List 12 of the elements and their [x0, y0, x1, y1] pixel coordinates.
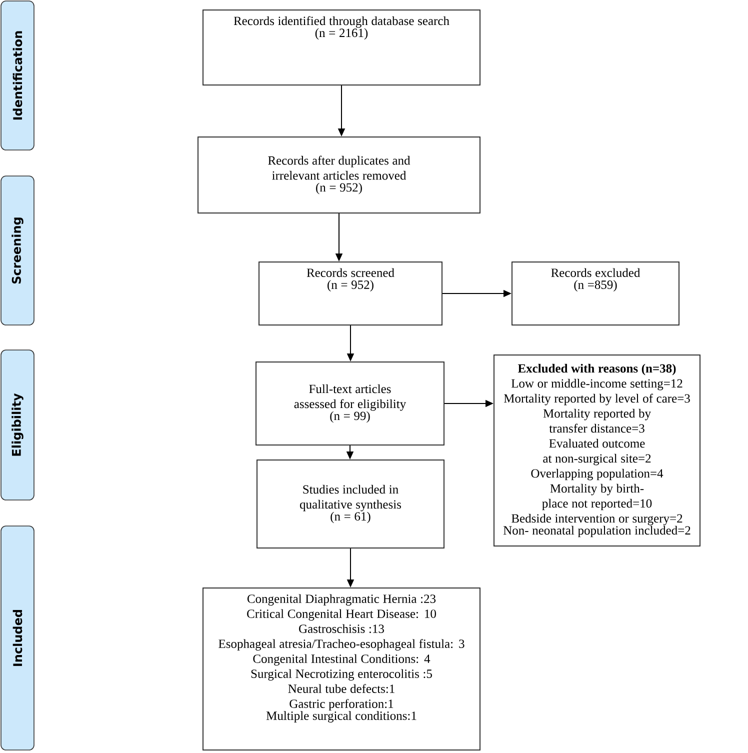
process-box: Studies included in qualitative synthesis (n = 61) — [256, 460, 444, 548]
process-box: Records excluded (n =859) — [512, 262, 680, 326]
stage-band: Included — [0, 526, 34, 750]
process-box: Excluded with reasons (n=38) Low or middle-income setting=12 Mortality reported by level of care=3 Mortality reported by transfer distance=3 Evaluated outcome at non-surgical site=2 Overlapping population=4 Mortality by birth-place not reported=10 Bedside intervention or surgery=2 Non- neonatal population included=2 — [494, 354, 700, 546]
process-box: Records after duplicates and irrelevant articles removed (n = 952) — [198, 136, 480, 214]
process-box: Full-text articles assessed for eligibility (n = 99) — [256, 362, 444, 446]
stage-band: Eligibility — [0, 350, 34, 500]
stage-band: Identification — [0, 0, 34, 150]
process-box: Records screened (n = 952) — [258, 262, 442, 326]
stage-band: Screening — [0, 176, 34, 326]
process-box: Records identified through database search (n = 2161) — [202, 10, 480, 86]
process-box: Congenital Diaphragmatic Hernia :23 Critical Congenital Heart Disease: 10 Gastroschisis :13 Esophageal atresia/Tracheo-esophageal fistula: 3 Congenital Intestinal Conditions: 4 Surgical Necrotizing enterocolitis :5 Neural tube defects:1 Gastric perforation:1 Multiple surgical conditions:1 — [202, 588, 480, 750]
